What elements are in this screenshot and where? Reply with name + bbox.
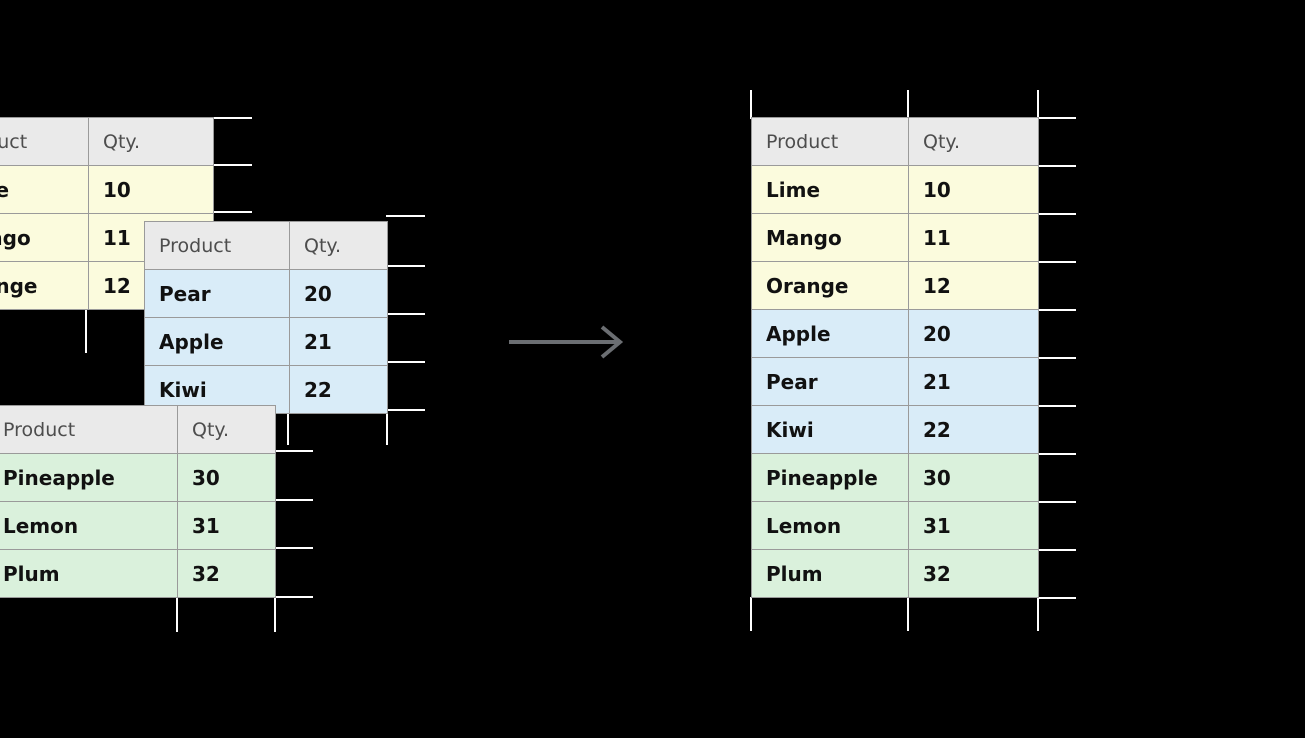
cell-qty: 32 [908, 549, 1039, 598]
cell-product: Plum [0, 549, 178, 598]
cell-product: Pineapple [751, 453, 909, 502]
gridline-horizontal [1037, 453, 1076, 455]
cell-qty: 21 [289, 317, 388, 366]
cell-product: Mango [0, 213, 89, 262]
table-row: Pear 20 [144, 269, 388, 318]
cell-product: Pear [144, 269, 290, 318]
gridline-vertical [85, 309, 87, 353]
gridline-vertical [907, 597, 909, 631]
source-table-green: Product Qty. Pineapple 30 Lemon 31 Plum … [0, 405, 276, 598]
gridline-vertical [1037, 597, 1039, 631]
gridline-horizontal [386, 361, 425, 363]
gridline-horizontal [1037, 261, 1076, 263]
column-header-qty: Qty. [908, 117, 1039, 166]
gridline-horizontal [1037, 549, 1076, 551]
cell-product: Lime [751, 165, 909, 214]
gridline-horizontal [1037, 309, 1076, 311]
cell-qty: 30 [177, 453, 276, 502]
cell-qty: 10 [88, 165, 214, 214]
gridline-vertical [750, 90, 752, 119]
gridline-vertical [750, 597, 752, 631]
gridline-vertical [1037, 90, 1039, 119]
column-header-product: Product [0, 405, 178, 454]
gridline-horizontal [386, 409, 425, 411]
gridline-horizontal [386, 215, 425, 217]
table-header-row: Product Qty. [0, 117, 214, 166]
column-header-product: Product [751, 117, 909, 166]
gridline-horizontal [274, 596, 313, 598]
source-table-blue: Product Qty. Pear 20 Apple 21 Kiwi 22 [144, 221, 388, 414]
table-row: Lime 10 [0, 165, 214, 214]
cell-qty: 21 [908, 357, 1039, 406]
cell-product: Lemon [751, 501, 909, 550]
arrow-right-icon [509, 325, 624, 359]
gridline-horizontal [1037, 213, 1076, 215]
gridline-horizontal [386, 265, 425, 267]
cell-qty: 20 [289, 269, 388, 318]
gridline-horizontal [213, 164, 252, 166]
cell-qty: 12 [908, 261, 1039, 310]
cell-qty: 22 [289, 365, 388, 414]
table-header-row: Product Qty. [144, 221, 388, 270]
table-row: Plum 32 [0, 549, 276, 598]
column-header-qty: Qty. [289, 221, 388, 270]
gridline-vertical [274, 596, 276, 632]
gridline-horizontal [1037, 501, 1076, 503]
cell-product: Lime [0, 165, 89, 214]
cell-qty: 11 [908, 213, 1039, 262]
gridline-horizontal [274, 547, 313, 549]
cell-product: Plum [751, 549, 909, 598]
cell-product: Apple [751, 309, 909, 358]
cell-product: Pear [751, 357, 909, 406]
table-row: Lemon 31 [0, 501, 276, 550]
transform-arrow [505, 320, 630, 364]
gridline-vertical [386, 409, 388, 445]
table-row: Apple 21 [144, 317, 388, 366]
gridline-horizontal [1037, 597, 1076, 599]
table-header-row: Product Qty. [0, 405, 276, 454]
gridline-horizontal [1037, 117, 1076, 119]
gridline-horizontal [274, 450, 313, 452]
gridline-vertical [287, 409, 289, 445]
cell-qty: 10 [908, 165, 1039, 214]
gridline-horizontal [213, 117, 252, 119]
column-header-qty: Qty. [88, 117, 214, 166]
cell-product: Orange [0, 261, 89, 310]
gridline-horizontal [274, 499, 313, 501]
gridline-horizontal [1037, 405, 1076, 407]
cell-qty: 22 [908, 405, 1039, 454]
cell-qty: 20 [908, 309, 1039, 358]
cell-qty: 31 [177, 501, 276, 550]
gridline-horizontal [386, 313, 425, 315]
table-row: Pineapple 30 [0, 453, 276, 502]
column-header-qty: Qty. [177, 405, 276, 454]
cell-product: Apple [144, 317, 290, 366]
column-header-product: Product [144, 221, 290, 270]
column-header-product: Product [0, 117, 89, 166]
cell-product: Mango [751, 213, 909, 262]
cell-product: Pineapple [0, 453, 178, 502]
cell-product: Orange [751, 261, 909, 310]
gridline-horizontal [1037, 357, 1076, 359]
cell-qty: 32 [177, 549, 276, 598]
cell-product: Lemon [0, 501, 178, 550]
gridline-vertical [907, 90, 909, 119]
gridline-horizontal [1037, 165, 1076, 167]
gridline-horizontal [213, 211, 252, 213]
cell-product: Kiwi [751, 405, 909, 454]
cell-qty: 31 [908, 501, 1039, 550]
table-header-row: Product Qty. [751, 117, 1039, 166]
cell-qty: 30 [908, 453, 1039, 502]
gridline-vertical [176, 596, 178, 632]
